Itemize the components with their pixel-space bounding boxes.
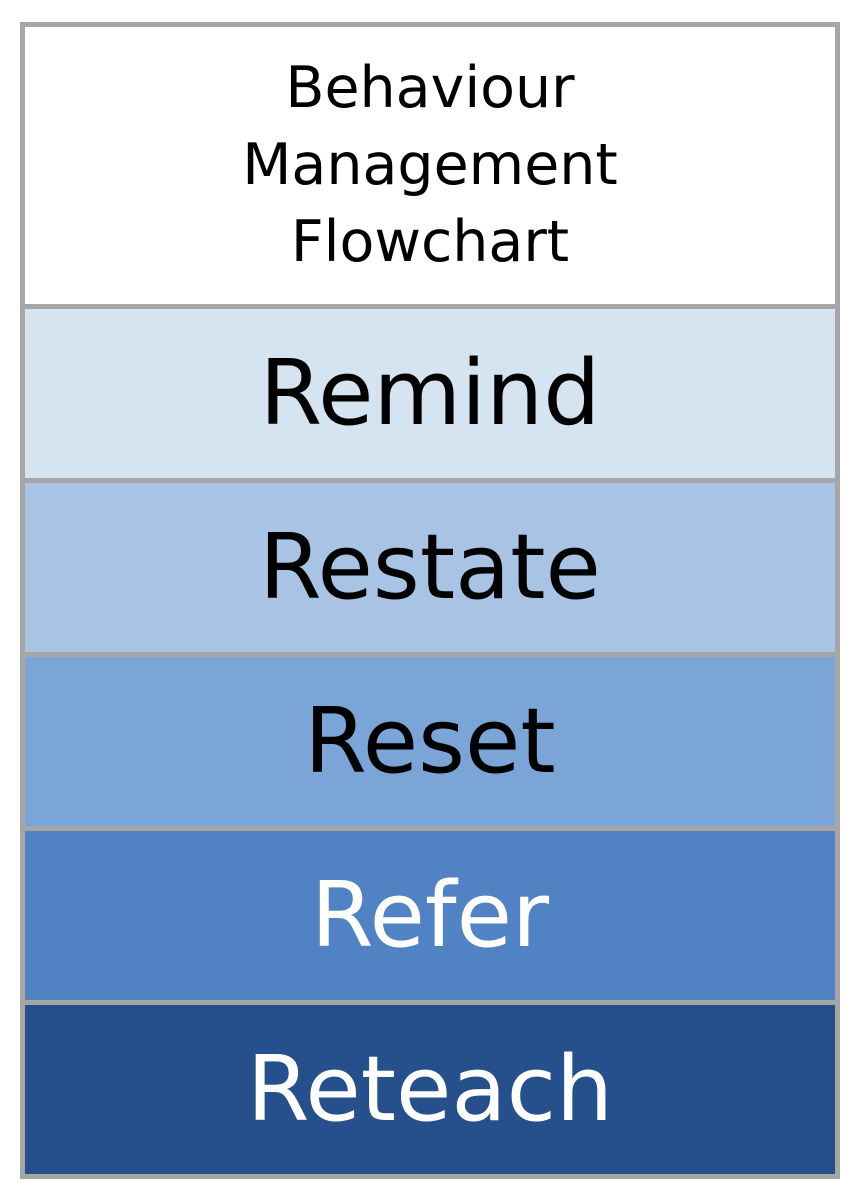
step-reteach: Reteach [20, 1005, 840, 1179]
step-label-refer: Refer [311, 862, 549, 968]
step-label-restate: Restate [259, 514, 601, 620]
step-refer: Refer [20, 831, 840, 1005]
step-remind: Remind [20, 309, 840, 483]
title-line-3: Flowchart [290, 209, 570, 275]
step-label-reset: Reset [304, 688, 556, 794]
step-label-remind: Remind [259, 340, 601, 446]
step-restate: Restate [20, 483, 840, 657]
flowchart-title-box: Behaviour Management Flowchart [20, 22, 840, 309]
title-line-2: Management [242, 132, 618, 198]
step-label-reteach: Reteach [246, 1036, 614, 1142]
title-line-1: Behaviour [285, 55, 575, 121]
behaviour-flowchart: Behaviour Management Flowchart Remind Re… [20, 22, 840, 1180]
step-reset: Reset [20, 657, 840, 831]
